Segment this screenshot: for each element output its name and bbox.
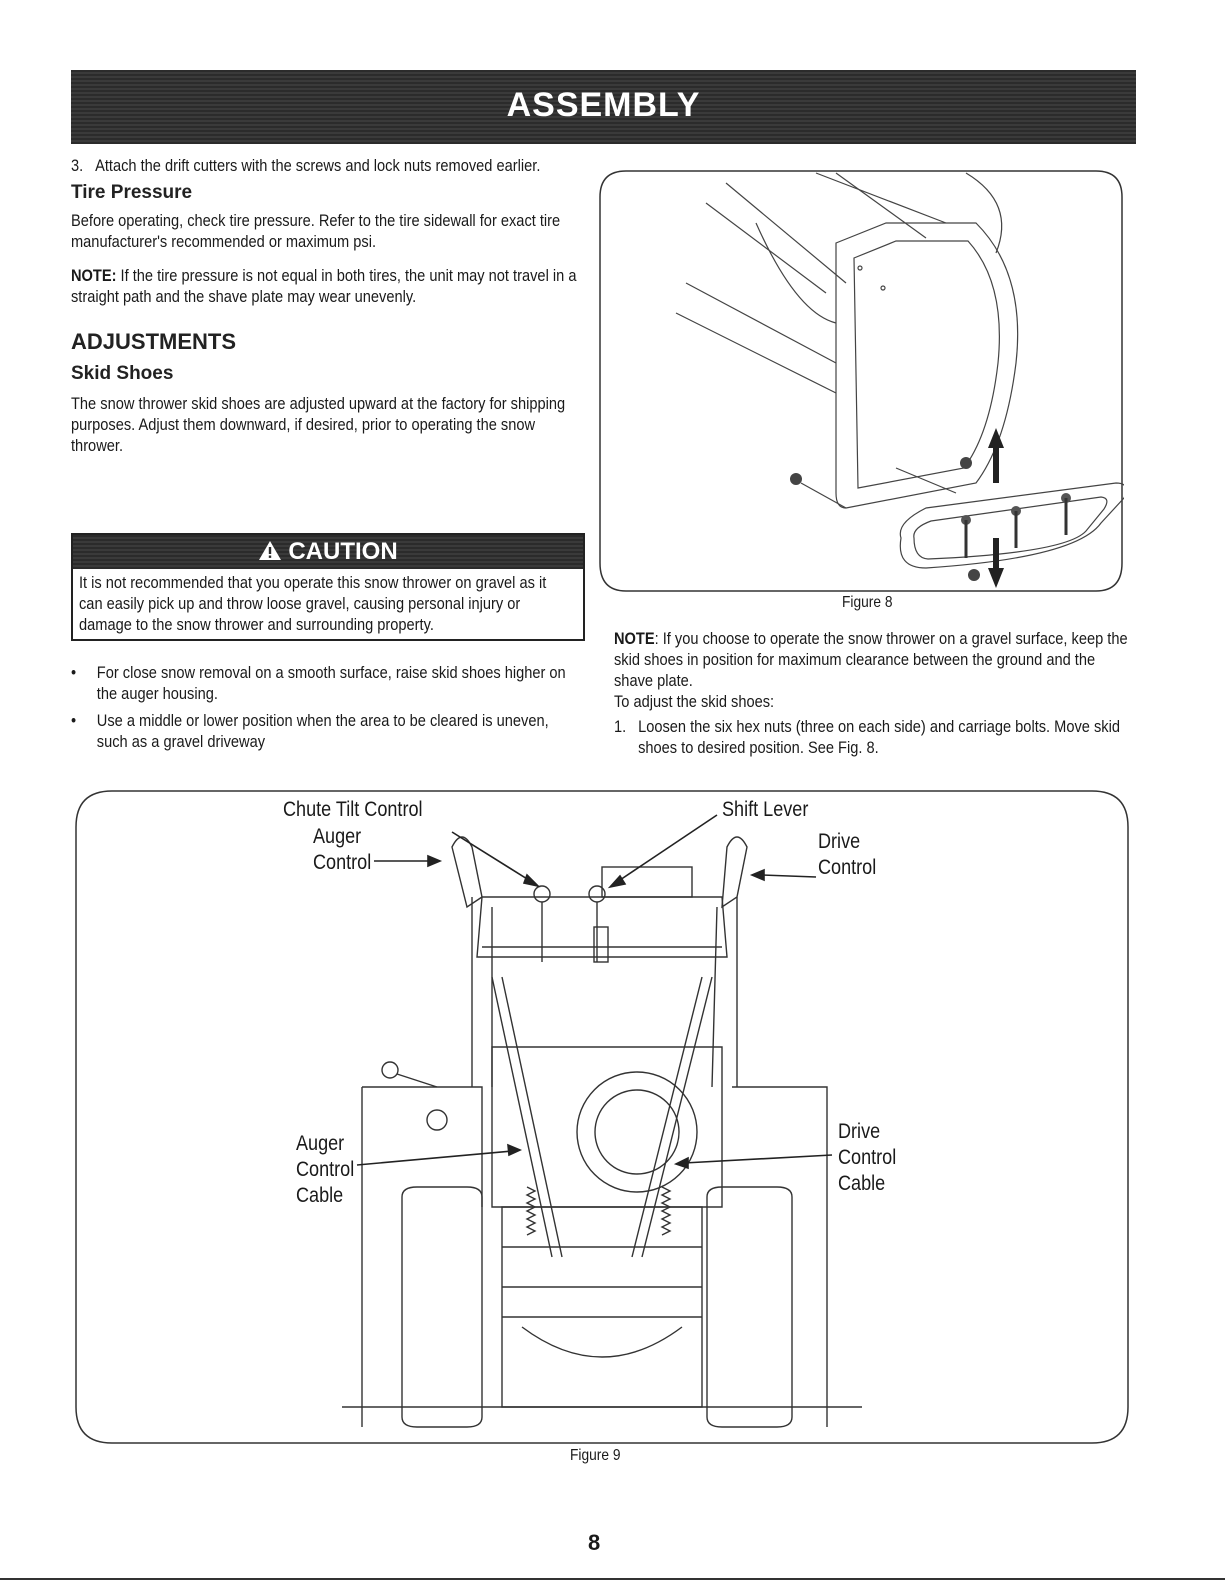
note-text: : If you choose to operate the snow thro… <box>614 629 1128 690</box>
note-text: If the tire pressure is not equal in bot… <box>71 266 577 306</box>
step-3: 3. Attach the drift cutters with the scr… <box>71 155 590 176</box>
page-bottom-rule <box>0 1578 1225 1580</box>
label-chute-tilt-control: Chute Tilt Control <box>283 798 423 821</box>
label-auger-control-line1: Auger <box>313 825 362 848</box>
bullet-list: •For close snow removal on a smooth surf… <box>71 662 571 752</box>
note-label: NOTE <box>614 629 655 648</box>
step-1-number: 1. <box>614 717 627 736</box>
label-drive-cable-line2: Control <box>838 1146 897 1169</box>
note-tire: NOTE: If the tire pressure is not equal … <box>71 265 590 307</box>
page-number: 8 <box>588 1530 601 1555</box>
step-3-text: Attach the drift cutters with the screws… <box>95 156 541 175</box>
skid-shoes-heading: Skid Shoes <box>71 363 174 384</box>
list-item: •Use a middle or lower position when the… <box>71 711 549 751</box>
note-gravel: NOTE: If you choose to operate the snow … <box>614 628 1138 691</box>
caution-text: It is not recommended that you operate t… <box>79 573 547 634</box>
adjustments-heading: ADJUSTMENTS <box>71 329 237 354</box>
section-header-bar: ASSEMBLY <box>71 70 1136 144</box>
up-arrow-icon <box>988 428 1004 483</box>
label-drive-control-line2: Control <box>818 856 877 879</box>
label-drive-cable-line1: Drive <box>838 1120 881 1143</box>
left-column: 3. Attach the drift cutters with the scr… <box>71 155 591 456</box>
right-column: NOTE: If you choose to operate the snow … <box>614 628 1139 758</box>
caution-title: CAUTION <box>288 538 398 565</box>
label-auger-cable-line2: Control <box>296 1158 355 1181</box>
figure-8-skid-shoe-diagram <box>599 170 1124 592</box>
warning-triangle-icon <box>259 541 282 560</box>
figure-9-controls-diagram <box>75 790 1129 1444</box>
section-title: ASSEMBLY <box>506 86 701 124</box>
label-auger-control-line2: Control <box>313 851 372 874</box>
caution-box: CAUTION It is not recommended that you o… <box>71 533 585 641</box>
label-auger-cable-line1: Auger <box>296 1132 345 1155</box>
figure-8-caption: Figure 8 <box>842 594 893 611</box>
step-3-number: 3. <box>71 156 84 175</box>
note-label: NOTE: <box>71 266 117 285</box>
list-item: •For close snow removal on a smooth surf… <box>71 663 566 703</box>
step-1: 1. Loosen the six hex nuts (three on eac… <box>614 716 1138 758</box>
tire-pressure-text: Before operating, check tire pressure. R… <box>71 211 561 251</box>
step-1-text: Loosen the six hex nuts (three on each s… <box>638 717 1121 757</box>
label-drive-control-line1: Drive <box>818 830 861 853</box>
skid-shoes-text: The snow thrower skid shoes are adjusted… <box>71 394 566 455</box>
tire-pressure-heading: Tire Pressure <box>71 182 193 203</box>
caution-header: CAUTION <box>73 535 583 569</box>
label-drive-cable-line3: Cable <box>838 1172 886 1195</box>
label-shift-lever: Shift Lever <box>722 798 809 821</box>
adjust-intro: To adjust the skid shoes: <box>614 692 775 711</box>
label-auger-cable-line3: Cable <box>296 1184 344 1207</box>
down-arrow-icon <box>988 538 1004 588</box>
figure-9-caption: Figure 9 <box>570 1447 621 1464</box>
